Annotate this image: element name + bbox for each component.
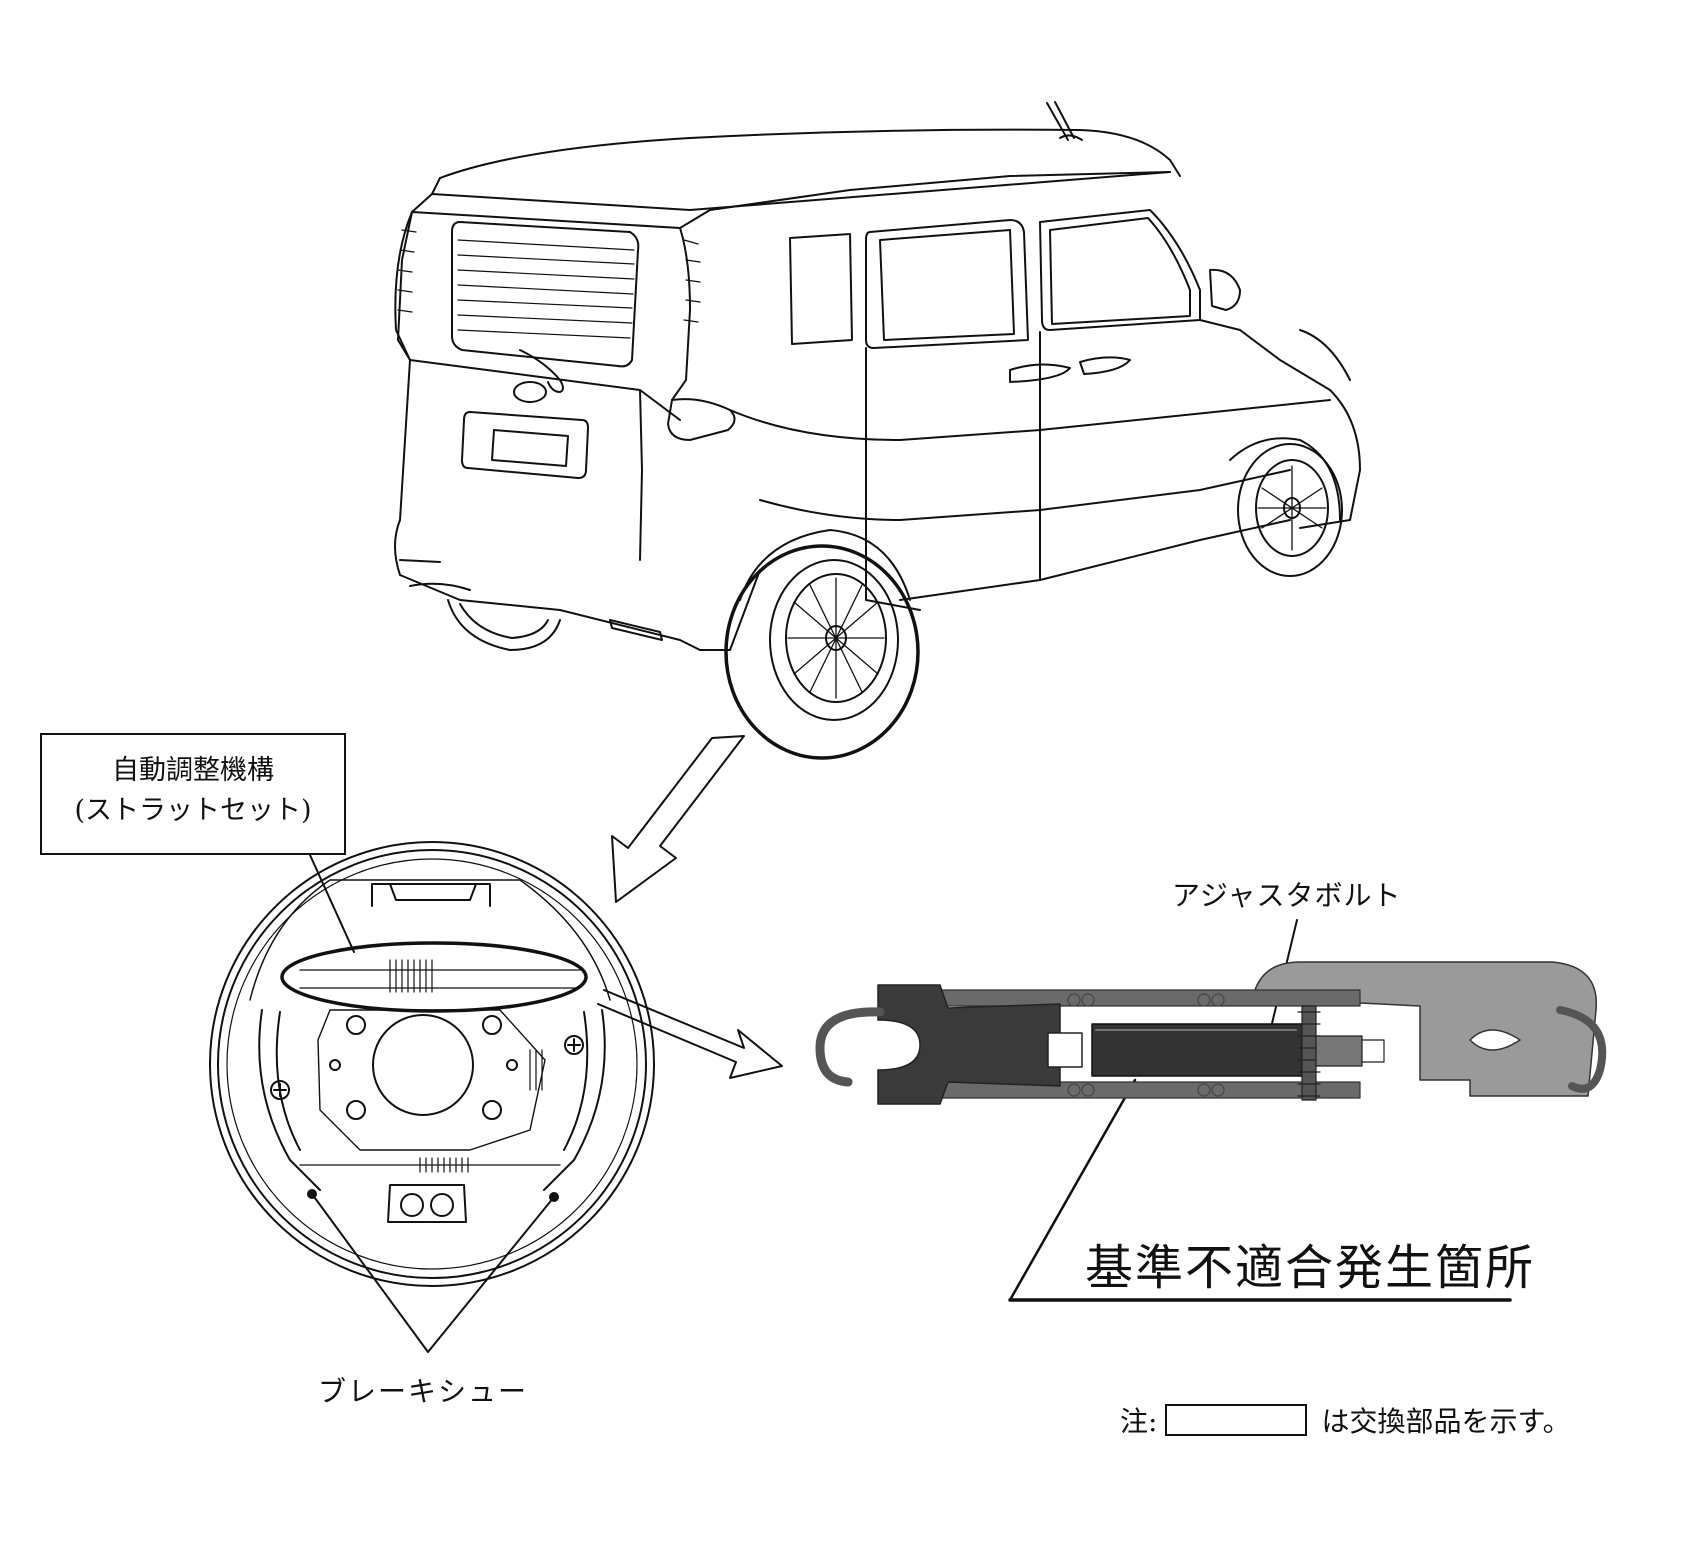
callout-arrow: [597, 735, 783, 1079]
auto-adjuster-label-line1: 自動調整機構: [112, 755, 274, 786]
replacement-part-swatch: [1165, 1404, 1308, 1436]
brake-shoe-label: ブレーキシュー: [318, 1375, 529, 1408]
replacement-note: 注: は交換部品を示す。: [1120, 1400, 1571, 1440]
car-rear-illustration: [394, 101, 1361, 760]
defect-location-label: 基準不適合発生箇所: [1085, 1240, 1536, 1296]
auto-adjuster-label-line2: (ストラットセット): [74, 795, 312, 826]
drum-brake-assembly: [209, 841, 655, 1287]
adjuster-bolt-label: アジャスタボルト: [1172, 879, 1402, 912]
auto-adjuster-label-box: 自動調整機構 (ストラットセット): [40, 733, 346, 855]
note-prefix: 注:: [1120, 1405, 1158, 1438]
note-suffix: は交換部品を示す。: [1321, 1405, 1571, 1438]
strut-set-part: [815, 961, 1607, 1105]
